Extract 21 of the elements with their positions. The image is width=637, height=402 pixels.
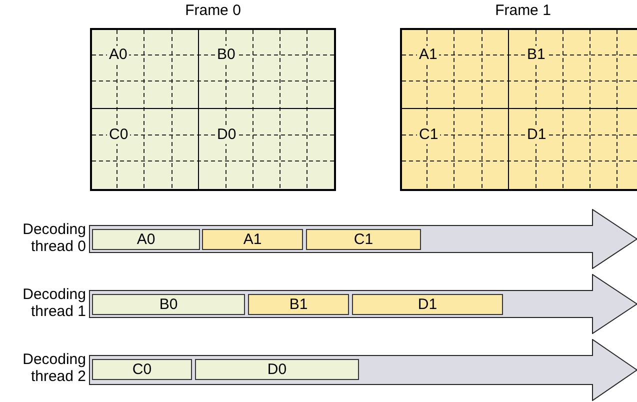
region-label: B1	[525, 46, 548, 64]
thread-label: Decoding thread 0	[22, 221, 86, 255]
thread-label: Decoding thread 2	[22, 351, 86, 385]
thread-label: Decoding thread 1	[22, 286, 86, 320]
task-block: A1	[202, 229, 303, 250]
region-label: D0	[215, 126, 238, 144]
task-block: B0	[92, 294, 245, 315]
task-block: D1	[352, 294, 503, 315]
region-label: B0	[215, 46, 238, 64]
task-block: B1	[248, 294, 349, 315]
task-block: C1	[306, 229, 421, 250]
region-label: A1	[417, 46, 440, 64]
region-label: C1	[417, 126, 440, 144]
task-block: D0	[195, 359, 359, 380]
task-block: C0	[92, 359, 192, 380]
region-label: D1	[525, 126, 548, 144]
frame-title: Frame 0	[184, 2, 242, 20]
region-label: C0	[107, 126, 130, 144]
frame-title: Frame 1	[494, 2, 552, 20]
task-block: A0	[92, 229, 200, 250]
region-label: A0	[107, 46, 130, 64]
